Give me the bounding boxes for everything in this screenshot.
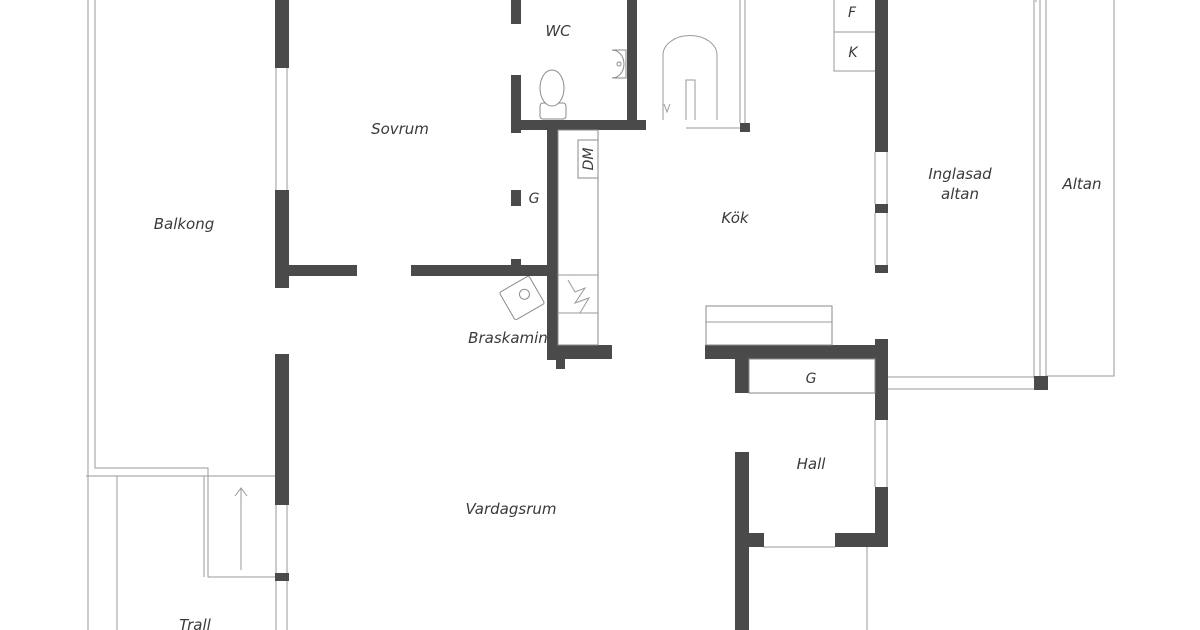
outlines [86,0,1115,630]
shower-icon [662,35,740,129]
fridge-label: K [848,45,859,61]
chimney-icon [567,279,591,314]
room-label-kok: Kök [721,209,749,227]
kitchen-counter [705,305,833,346]
room-label-hall: Hall [797,455,827,473]
room-label-inglasad-2: altan [941,185,979,203]
stove-icon [499,275,545,321]
freezer-label: F [848,5,857,21]
wardrobe-label-sovrum: G [529,191,540,207]
dishwasher-unit [557,129,599,346]
walls [275,0,1048,630]
sink-icon [611,49,627,79]
room-label-vardagsrum: Vardagsrum [466,500,557,518]
room-label-braskamin: Braskamin [468,329,548,347]
hall-wardrobe [748,358,876,394]
room-label-trall: Trall [179,616,212,630]
fixtures [499,35,876,394]
toilet-icon [539,69,567,120]
room-label-wc: WC [545,22,571,40]
room-label-altan: Altan [1061,175,1101,193]
dishwasher-label: DM [581,148,597,171]
room-label-inglasad-1: Inglasad [928,165,992,183]
room-label-balkong: Balkong [154,215,215,233]
room-label-sovrum: Sovrum [371,120,429,138]
wardrobe-label-hall: G [806,371,817,387]
labels: WC Sovrum Balkong Kök Inglasad altan Alt… [154,5,1102,630]
